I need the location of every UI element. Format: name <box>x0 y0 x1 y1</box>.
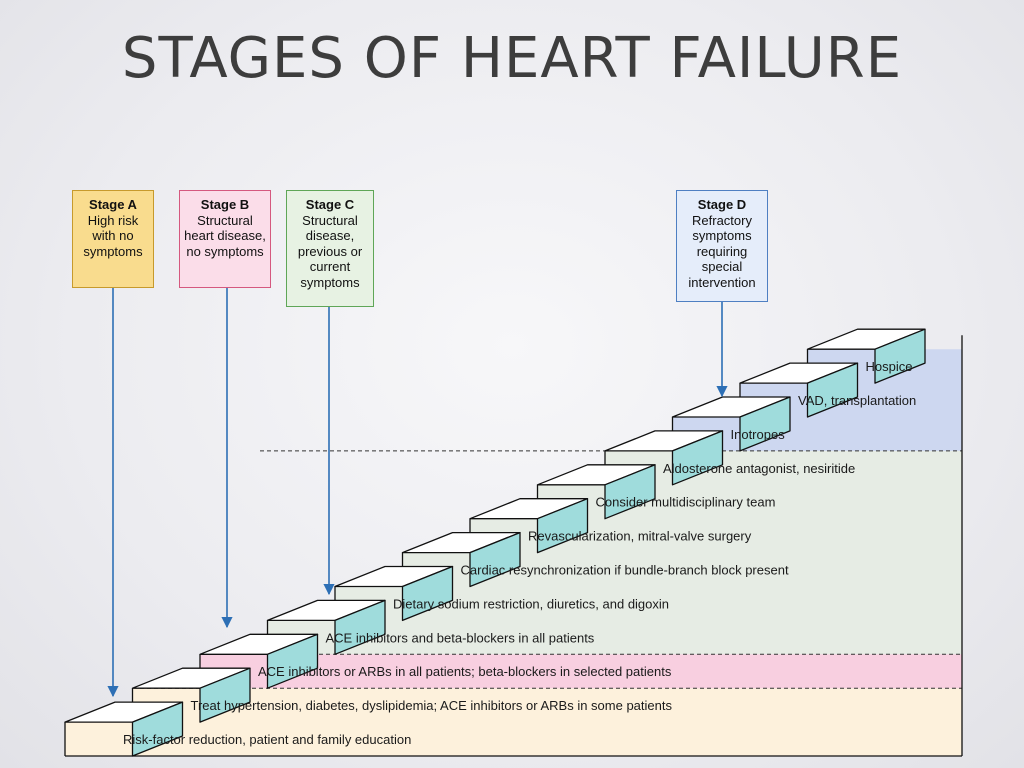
stair-step <box>266 599 386 655</box>
stage-a-band <box>65 688 962 756</box>
stage-c-name: Stage C <box>305 197 355 212</box>
stair-step <box>131 667 251 723</box>
stage-a-description: High risk with no symptoms <box>83 212 143 259</box>
stage-c-box: Stage C Structural disease, previous or … <box>286 190 374 307</box>
stair-step <box>536 464 656 520</box>
treatment-label: Treat hypertension, diabetes, dyslipidem… <box>191 698 673 713</box>
stage-b-description: Structural heart disease, no symptoms <box>184 212 266 259</box>
stage-d-description: Refractory symptoms requiring special in… <box>688 212 756 290</box>
slide-title: STAGES OF HEART FAILURE <box>121 26 903 91</box>
stage-d-name: Stage D <box>697 197 747 212</box>
treatment-label: Cardiac resynchronization if bundle-bran… <box>461 563 789 578</box>
stage-arrows <box>107 272 728 698</box>
stage-b-box: Stage B Structural heart disease, no sym… <box>179 190 271 288</box>
stair-step <box>671 396 791 452</box>
stair-step <box>401 531 521 588</box>
stage-b-name: Stage B <box>200 197 250 212</box>
stage-d-box: Stage D Refractory symptoms requiring sp… <box>676 190 768 302</box>
treatment-labels: Risk-factor reduction, patient and famil… <box>123 359 916 747</box>
treatment-label: Consider multidisciplinary team <box>596 495 776 510</box>
stair-step <box>469 498 589 554</box>
treatment-label: Aldosterone antagonist, nesiritide <box>663 461 855 476</box>
stage-a-box: Stage A High risk with no symptoms <box>72 190 154 288</box>
stair-step <box>806 328 926 384</box>
stage-b-band <box>200 654 962 689</box>
treatment-label: Inotropes <box>731 427 786 442</box>
treatment-label: ACE inhibitors and beta-blockers in all … <box>326 630 595 645</box>
treatment-label: VAD, transplantation <box>798 393 916 408</box>
treatment-label: Risk-factor reduction, patient and famil… <box>123 732 411 747</box>
stage-a-name: Stage A <box>89 197 137 212</box>
stage-c-description: Structural disease, previous or current … <box>297 212 363 290</box>
treatment-label: ACE inhibitors or ARBs in all patients; … <box>258 664 672 679</box>
stair-step <box>64 701 184 757</box>
treatment-label: Revascularization, mitral-valve surgery <box>528 529 752 544</box>
staircase <box>64 328 963 757</box>
treatment-label: Hospice <box>866 359 913 374</box>
treatment-label: Dietary sodium restriction, diuretics, a… <box>393 596 669 611</box>
